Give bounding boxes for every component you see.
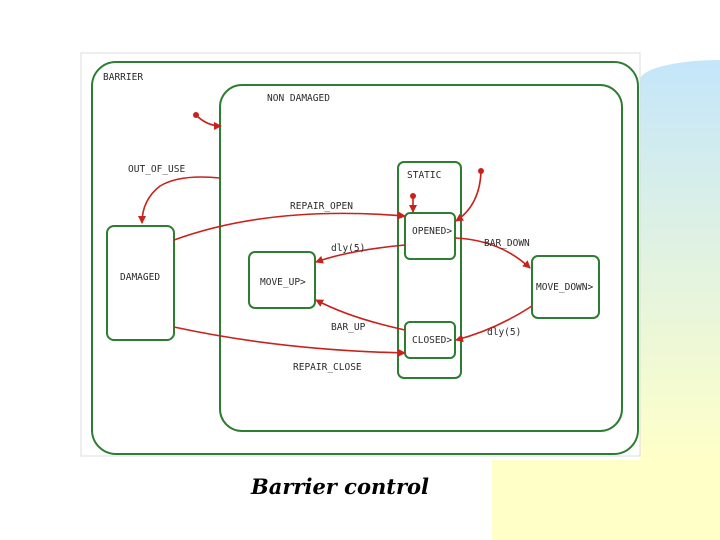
edge-out-of-use [138, 176, 221, 224]
label-bar-down: BAR_DOWN [484, 238, 530, 249]
edge-repair-close [173, 326, 406, 357]
edge-dly-up [315, 244, 406, 264]
edge-repair-open [173, 211, 406, 241]
label-dly-up: dly(5) [331, 243, 365, 254]
state-static [397, 161, 462, 379]
label-non-damaged: NON DAMAGED [267, 93, 330, 104]
label-move-down: MOVE_DOWN> [536, 282, 593, 293]
state-damaged [106, 225, 175, 341]
edge-bar-down [454, 237, 531, 269]
label-repair-open: REPAIR_OPEN [290, 201, 353, 212]
label-barrier: BARRIER [103, 72, 143, 83]
edge-initial-non-damaged [195, 114, 222, 130]
label-closed: CLOSED> [412, 335, 452, 346]
state-closed [404, 321, 456, 359]
label-out-of-use: OUT_OF_USE [128, 164, 185, 175]
edge-initial-opened [455, 170, 482, 222]
label-damaged: DAMAGED [120, 272, 160, 283]
state-move-up [248, 251, 316, 309]
state-opened [404, 212, 456, 260]
diagram-frame [80, 52, 641, 457]
label-move-up: MOVE_UP> [260, 277, 306, 288]
background-gradient-bottom [492, 460, 720, 540]
state-non-damaged [219, 84, 623, 432]
label-repair-close: REPAIR_CLOSE [293, 362, 362, 373]
background-gradient-right [640, 60, 720, 460]
state-barrier [91, 61, 639, 455]
label-bar-up: BAR_UP [331, 322, 366, 333]
edge-dly-down [455, 305, 533, 343]
figure-caption: Barrier control [250, 474, 429, 499]
edge-bar-up [315, 299, 406, 331]
state-move-down [531, 255, 600, 319]
label-dly-down: dly(5) [487, 327, 521, 338]
label-static: STATIC [407, 170, 441, 181]
label-opened: OPENED> [412, 226, 452, 237]
